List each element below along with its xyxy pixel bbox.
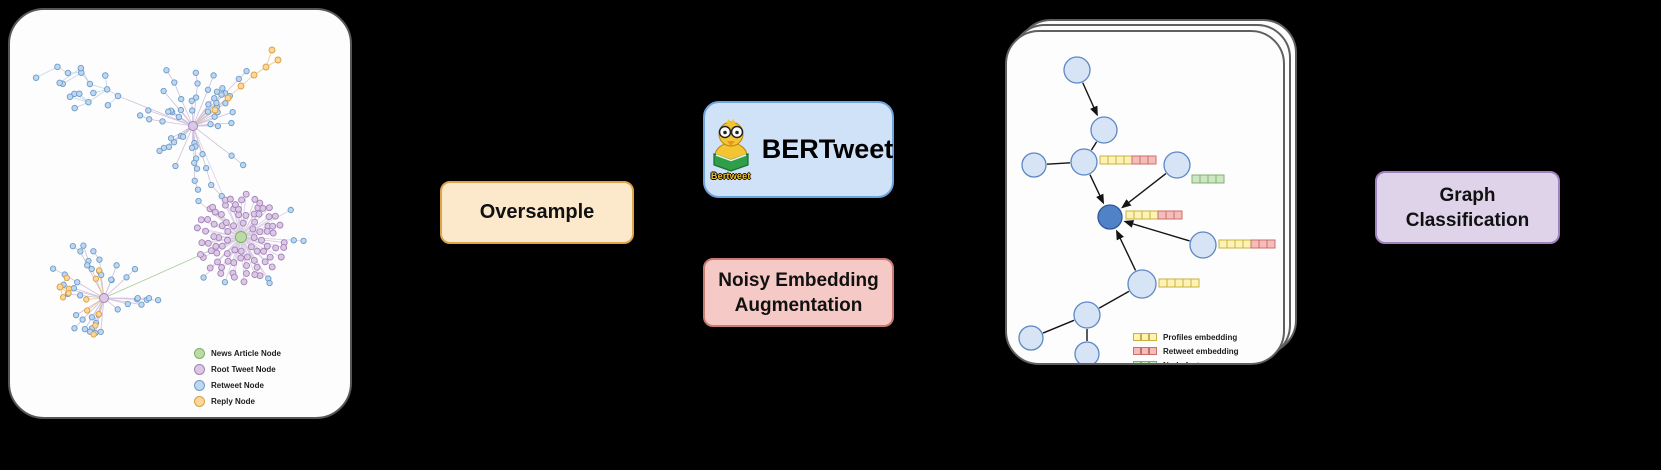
legend-item-retweet: Retweet Node xyxy=(194,380,281,391)
legend-label: Node features xyxy=(1163,360,1217,365)
oversample-label: Oversample xyxy=(479,201,595,223)
profiles-embedding-swatch xyxy=(1133,333,1157,341)
legend-item-news-article: News Article Node xyxy=(194,348,281,359)
bertweet-logo-caption: Bertweet xyxy=(710,171,751,181)
legend-item-retweet-embedding: Retweet embedding xyxy=(1133,346,1239,356)
legend-label: News Article Node xyxy=(211,349,281,358)
graph-classification-line2: Classification xyxy=(1405,209,1530,231)
bertweet-label: BERTweet xyxy=(761,134,894,164)
legend-item-reply: Reply Node xyxy=(194,396,281,407)
legend-label: Retweet Node xyxy=(211,381,264,390)
card-stack-top: Profiles embedding Retweet embedding xyxy=(1005,30,1285,365)
oversample-step: Oversample xyxy=(440,181,634,244)
legend-label: Retweet embedding xyxy=(1163,346,1239,356)
legend-item-root-tweet: Root Tweet Node xyxy=(194,364,281,375)
bertweet-duck-icon xyxy=(713,119,749,172)
legend-label: Reply Node xyxy=(211,397,256,406)
reply-node-swatch xyxy=(194,396,205,407)
bertweet-step: Bertweet BERTweet xyxy=(703,101,894,198)
node-legend: News Article Node Root Tweet Node Retwee… xyxy=(194,348,281,407)
legend-label: Profiles embedding xyxy=(1163,332,1238,342)
augmented-graph-card: Profiles embedding Retweet embedding xyxy=(1005,19,1297,365)
noisy-label-line2: Augmentation xyxy=(734,294,863,316)
legend-item-node-features: Node features xyxy=(1133,360,1239,365)
bertweet-logo-icon: Bertweet xyxy=(704,112,758,188)
augmented-graph-graphic xyxy=(1018,56,1276,363)
noisy-embedding-step: Noisy Embedding Augmentation xyxy=(703,258,894,327)
news-article-node-swatch xyxy=(194,348,205,359)
retweet-embedding-swatch xyxy=(1133,347,1157,355)
legend-label: Root Tweet Node xyxy=(211,365,276,374)
noisy-label-line1: Noisy Embedding xyxy=(718,269,879,291)
propagation-graph-card: News Article Node Root Tweet Node Retwee… xyxy=(8,8,352,419)
graph-classification-step: Graph Classification xyxy=(1375,171,1560,244)
propagation-network-graphic xyxy=(32,46,307,338)
retweet-node-swatch xyxy=(194,380,205,391)
node-features-swatch xyxy=(1133,361,1157,363)
legend-item-profiles-embedding: Profiles embedding xyxy=(1133,332,1239,342)
embedding-legend: Profiles embedding Retweet embedding xyxy=(1133,332,1239,365)
graph-classification-line1: Graph xyxy=(1439,184,1496,206)
root-tweet-node-swatch xyxy=(194,364,205,375)
